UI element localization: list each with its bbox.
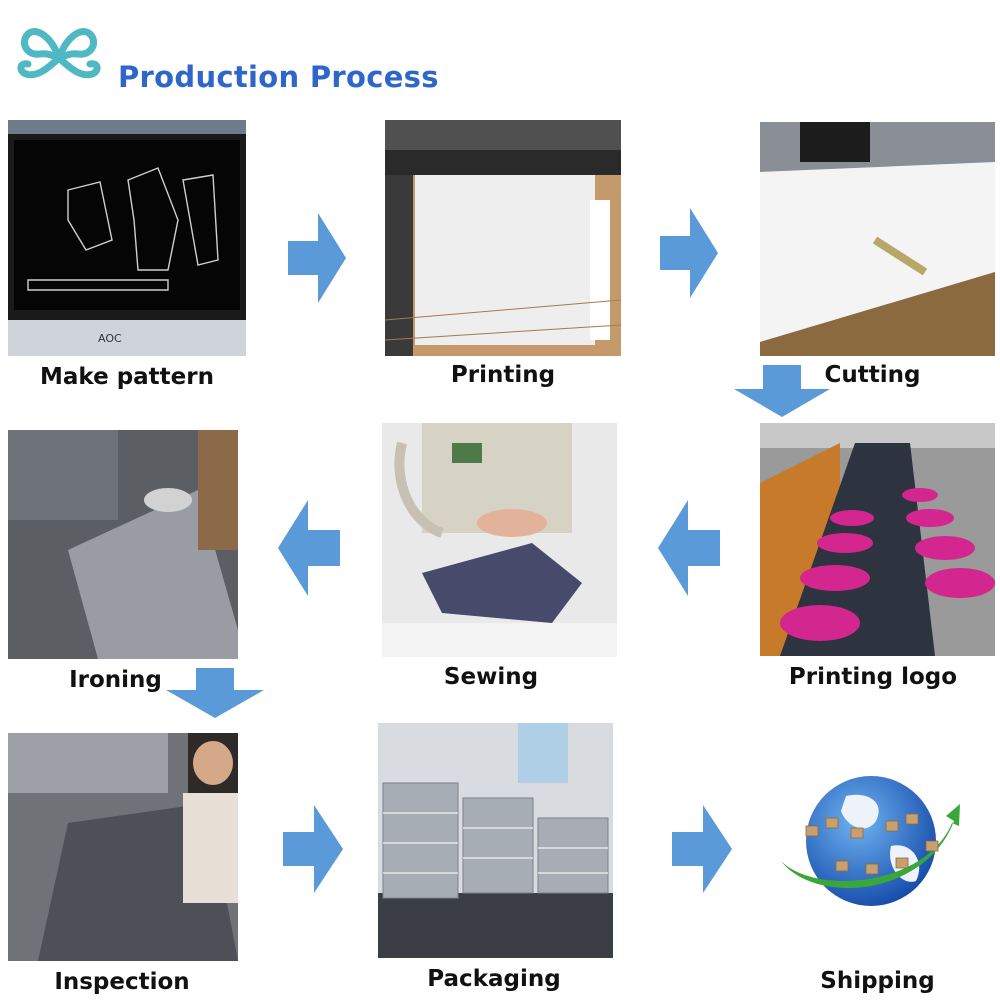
arrow-left-icon — [278, 500, 340, 596]
inspection-photo — [8, 733, 238, 961]
step-label-packaging: Packaging — [427, 966, 561, 992]
arrow-left-icon — [658, 500, 720, 596]
page-title: Production Process — [118, 60, 439, 94]
arrow-down-icon — [734, 365, 830, 417]
step-label-cutting: Cutting — [824, 362, 921, 388]
globe-shipping-icon — [776, 766, 961, 916]
packaging-stacks-photo — [378, 723, 613, 958]
ironing-photo — [8, 430, 238, 659]
arrow-down-icon — [166, 668, 264, 718]
printing-machine-photo — [385, 120, 621, 356]
butterfly-logo-icon — [17, 28, 101, 79]
svg-text:AOC: AOC — [98, 332, 122, 345]
step-label-ironing: Ironing — [69, 667, 162, 693]
cutting-table-photo — [760, 122, 995, 356]
arrow-right-icon — [283, 805, 343, 893]
step-label-make-pattern: Make pattern — [40, 364, 214, 390]
arrow-right-icon — [672, 805, 732, 893]
step-label-printing-logo: Printing logo — [788, 664, 958, 690]
arrow-right-icon — [288, 213, 346, 303]
sewing-machine-photo — [382, 423, 617, 657]
pattern-software-photo: AOC — [8, 120, 246, 356]
arrow-right-icon — [660, 208, 718, 298]
logo-printing-line-photo — [760, 423, 995, 656]
step-label-printing: Printing — [450, 362, 556, 388]
step-label-shipping: Shipping — [820, 968, 935, 994]
step-label-inspection: Inspection — [54, 969, 190, 995]
step-label-sewing: Sewing — [443, 664, 539, 690]
